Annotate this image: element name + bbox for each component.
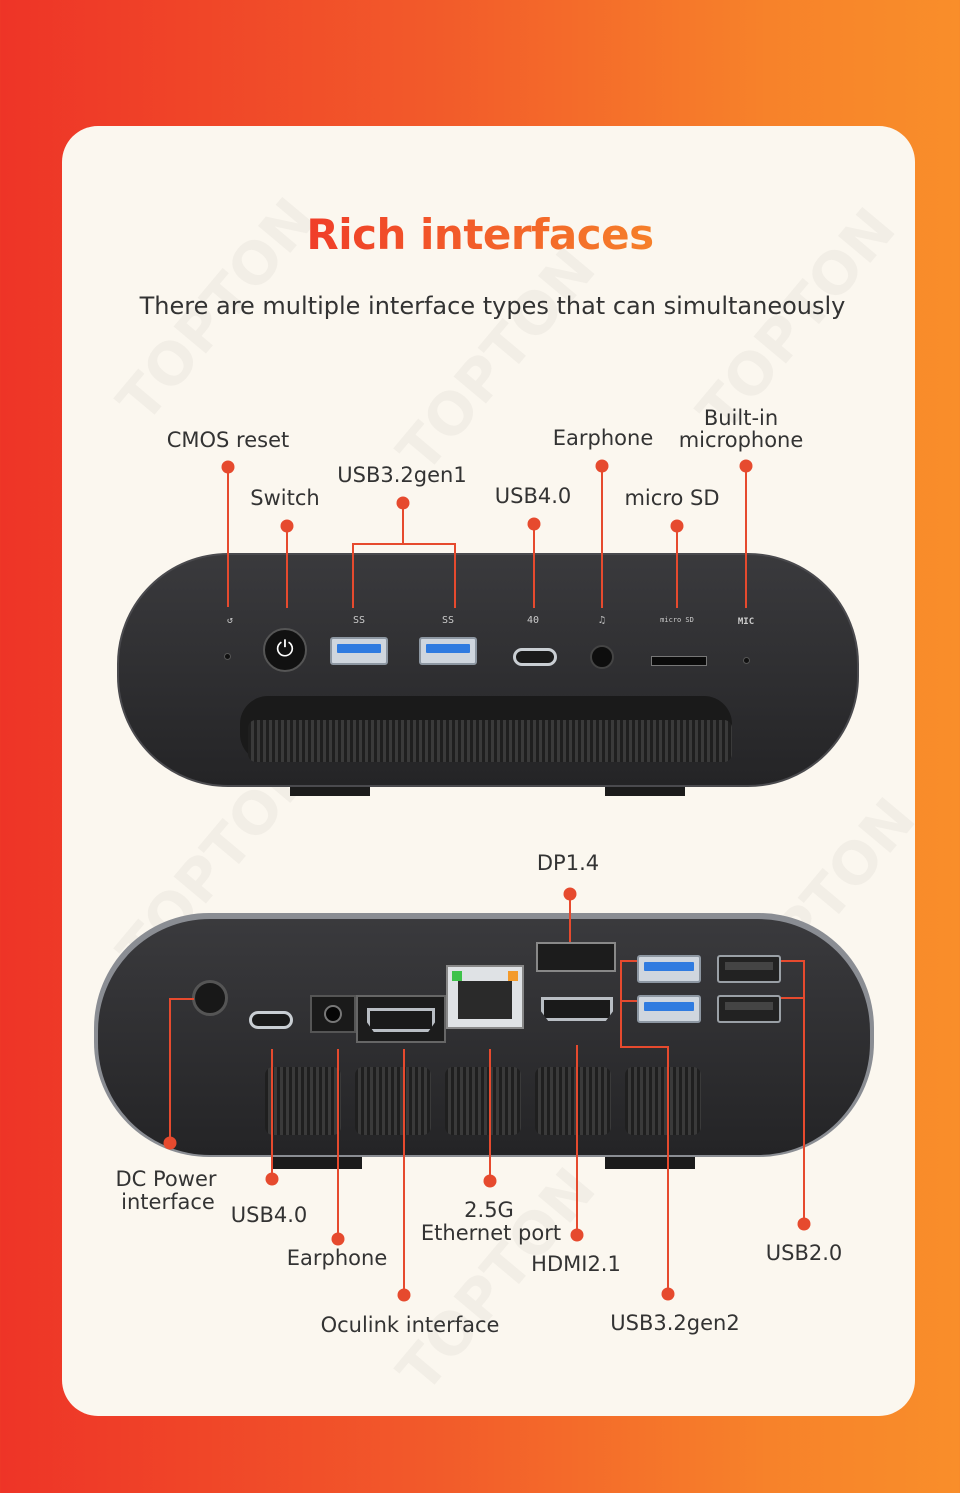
usb4-port[interactable] [513, 648, 557, 666]
callout-dot [797, 1217, 811, 1231]
callout-line [781, 997, 805, 999]
label-earphone: Earphone [552, 426, 654, 450]
microsd-mark: micro SD [660, 616, 694, 624]
callout-line [533, 524, 535, 608]
label-usb20: USB2.0 [765, 1241, 843, 1265]
callout-dot [570, 1228, 584, 1242]
callout-line [286, 526, 288, 608]
label-oculink: Oculink interface [320, 1313, 500, 1337]
rear-earphone-jack[interactable] [310, 995, 356, 1033]
label-hdmi: HDMI2.1 [531, 1252, 621, 1276]
label-usb40: USB4.0 [494, 484, 572, 508]
microphone-hole [743, 657, 750, 664]
callout-line [676, 526, 678, 608]
callout-line [227, 467, 229, 607]
label-rear-earphone: Earphone [286, 1246, 388, 1270]
rear-usb4-port[interactable] [249, 1011, 293, 1029]
callout-line [569, 894, 571, 942]
rear-vent-5 [625, 1067, 701, 1135]
label-dp: DP1.4 [536, 851, 600, 875]
callout-line [169, 998, 194, 1000]
earphone-jack[interactable] [590, 645, 614, 669]
hdmi-port[interactable] [541, 997, 613, 1021]
label-dc-power-line1: DC Power [115, 1167, 217, 1191]
superspeed-mark: SS [441, 615, 455, 626]
usb4-mark: 40 [526, 615, 540, 626]
callout-dot [265, 1172, 279, 1186]
callout-line [489, 1049, 491, 1181]
usb20-port-2[interactable] [717, 995, 781, 1023]
callout-line [403, 1049, 405, 1295]
callout-line [620, 1000, 637, 1002]
power-button[interactable]: ⏻ [263, 628, 307, 672]
callout-line [402, 503, 404, 544]
label-switch: Switch [250, 486, 320, 510]
callout-dot [331, 1232, 345, 1246]
rear-vent-2 [355, 1067, 431, 1135]
callout-line [576, 1045, 578, 1235]
cmos-reset-hole[interactable] [224, 653, 231, 660]
label-builtin-mic-line2: microphone [678, 428, 804, 452]
callout-dot [661, 1287, 675, 1301]
label-usb32gen2: USB3.2gen2 [610, 1311, 740, 1335]
label-dc-power-line2: interface [121, 1190, 215, 1214]
displayport-port[interactable] [536, 942, 616, 972]
microsd-slot[interactable] [651, 656, 707, 666]
rear-vent-3 [445, 1067, 521, 1135]
callout-line [337, 1049, 339, 1239]
callout-line [620, 960, 622, 1048]
cmos-reset-icon: ↺ [226, 615, 234, 626]
rear-vent-1 [265, 1067, 341, 1135]
superspeed-mark: SS [352, 615, 366, 626]
callout-line [169, 998, 171, 1143]
callout-dot [163, 1136, 177, 1150]
label-cmos-reset: CMOS reset [166, 428, 290, 452]
callout-dot [483, 1174, 497, 1188]
page-title: Rich interfaces [0, 210, 960, 259]
usb32gen1-port-1[interactable] [330, 637, 388, 665]
callout-line [352, 543, 354, 608]
usb32gen2-port-2[interactable] [637, 995, 701, 1023]
label-rear-usb40: USB4.0 [230, 1203, 308, 1227]
front-device-illustration [117, 553, 859, 796]
oculink-connector [367, 1008, 435, 1032]
mic-mark: MIC [737, 617, 755, 627]
callout-line [745, 466, 747, 608]
callout-line [601, 466, 603, 608]
label-ethernet-line1: 2.5G [464, 1198, 514, 1222]
ethernet-port[interactable] [446, 965, 524, 1029]
label-ethernet-line2: Ethernet port [420, 1221, 562, 1245]
page-subtitle: There are multiple interface types that … [139, 292, 846, 320]
usb32gen2-port-1[interactable] [637, 955, 701, 983]
callout-dot [397, 1288, 411, 1302]
callout-line [803, 960, 805, 1224]
callout-line [620, 1046, 669, 1048]
usb20-port-1[interactable] [717, 955, 781, 983]
front-vent-grille [248, 720, 732, 762]
label-builtin-mic-line1: Built-in [703, 406, 779, 430]
label-micro-sd: micro SD [624, 486, 720, 510]
usb32gen1-port-2[interactable] [419, 637, 477, 665]
callout-line [620, 960, 637, 962]
callout-line [781, 960, 805, 962]
callout-line [271, 1049, 273, 1179]
label-usb32gen1: USB3.2gen1 [337, 463, 467, 487]
dc-power-jack[interactable] [192, 980, 228, 1016]
rear-vent-4 [535, 1067, 611, 1135]
callout-line [454, 543, 456, 608]
callout-line [352, 543, 456, 545]
callout-line [667, 1046, 669, 1294]
headphone-icon: ♫ [598, 615, 606, 626]
